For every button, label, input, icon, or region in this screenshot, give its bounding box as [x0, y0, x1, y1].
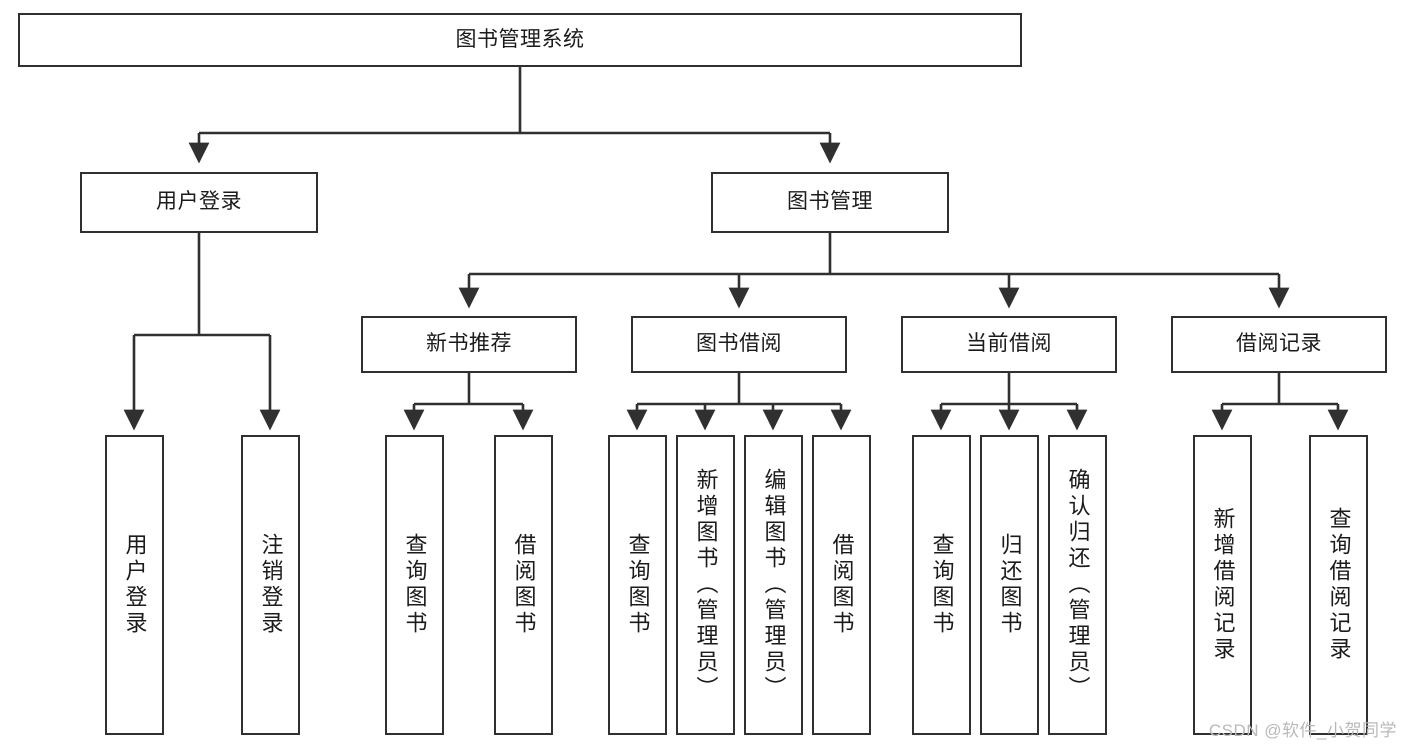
node-label: 归还图书 [997, 533, 1023, 637]
node-label: 图书管理系统 [455, 27, 585, 51]
node-label: 用户登录 [156, 190, 242, 214]
node-label: 查询借阅记录 [1326, 507, 1352, 663]
node-label: 查询图书 [402, 533, 428, 637]
node-root-system[interactable]: 图书管理系统 [18, 13, 1022, 67]
leaf-borrow-edit-book[interactable]: 编辑图书（管理员） [744, 435, 803, 735]
node-new-book-recommend[interactable]: 新书推荐 [361, 316, 577, 373]
node-label: 借阅图书 [829, 533, 855, 637]
leaf-borrow-borrow-book[interactable]: 借阅图书 [812, 435, 871, 735]
node-label: 查询图书 [929, 533, 955, 637]
node-label: 确认归还（管理员） [1065, 468, 1091, 702]
node-label: 新书推荐 [426, 332, 512, 356]
node-label: 借阅记录 [1236, 332, 1322, 356]
node-label: 查询图书 [625, 533, 651, 637]
leaf-recommend-query-book[interactable]: 查询图书 [385, 435, 444, 735]
node-borrow-record[interactable]: 借阅记录 [1171, 316, 1387, 373]
node-label: 新增借阅记录 [1210, 507, 1236, 663]
node-book-borrow[interactable]: 图书借阅 [631, 316, 847, 373]
leaf-recommend-borrow-book[interactable]: 借阅图书 [494, 435, 553, 735]
leaf-borrow-add-book[interactable]: 新增图书（管理员） [676, 435, 735, 735]
node-label: 新增图书（管理员） [693, 468, 719, 702]
leaf-user-login-signout[interactable]: 注销登录 [241, 435, 300, 735]
node-label: 借阅图书 [511, 533, 537, 637]
node-label: 当前借阅 [966, 332, 1052, 356]
csdn-watermark: CSDN @软件_小贺同学 [1208, 721, 1397, 740]
node-current-borrow[interactable]: 当前借阅 [901, 316, 1117, 373]
leaf-user-login-signin[interactable]: 用户登录 [105, 435, 164, 735]
node-label: 图书借阅 [696, 332, 782, 356]
leaf-current-query-book[interactable]: 查询图书 [912, 435, 971, 735]
node-user-login[interactable]: 用户登录 [80, 172, 318, 233]
node-label: 图书管理 [787, 190, 873, 214]
node-label: 编辑图书（管理员） [761, 468, 787, 702]
leaf-record-add-record[interactable]: 新增借阅记录 [1193, 435, 1252, 735]
leaf-current-confirm-return[interactable]: 确认归还（管理员） [1048, 435, 1107, 735]
node-book-management[interactable]: 图书管理 [711, 172, 949, 233]
node-label: 注销登录 [258, 533, 284, 637]
node-label: 用户登录 [122, 533, 148, 637]
leaf-record-query-record[interactable]: 查询借阅记录 [1309, 435, 1368, 735]
leaf-borrow-query-book[interactable]: 查询图书 [608, 435, 667, 735]
leaf-current-return-book[interactable]: 归还图书 [980, 435, 1039, 735]
